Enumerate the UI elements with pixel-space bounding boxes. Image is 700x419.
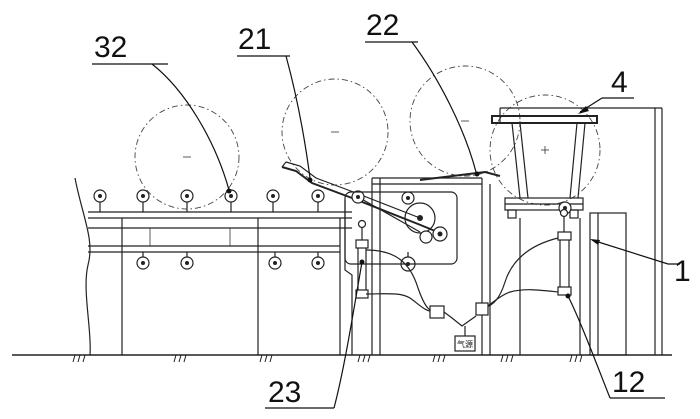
callout-32: 32 [94,31,127,64]
roller [180,252,194,270]
coil [409,65,521,177]
roller [266,189,280,212]
ground-line [12,354,672,363]
upper-rollers [93,189,325,212]
central-frame [344,170,501,355]
roller [136,189,150,212]
lower-rollers [136,252,416,272]
roller [311,189,325,212]
roller [268,252,282,270]
pneumatic-cylinders: 气源 [355,208,572,352]
callout-leaders [92,41,680,409]
callout-12: 12 [612,366,645,399]
coil [134,104,240,210]
roller [224,189,238,212]
cylinder-12 [557,208,572,296]
callout-23: 23 [268,376,301,409]
callout-1: 1 [674,255,691,288]
callout-22: 22 [366,9,399,42]
callout-labels: 32 21 22 4 1 23 12 [94,9,691,409]
right-frame [491,107,663,356]
cylinder-23 [355,219,369,299]
callout-4: 4 [611,66,628,99]
coil [281,78,389,186]
roller [180,189,194,212]
roller [93,189,107,212]
roller [311,252,325,270]
gas-source-label: 气源 [457,339,473,349]
tilting-chute [281,161,441,234]
coil [489,94,601,206]
callout-21: 21 [238,23,271,56]
roller [136,252,150,270]
phantom-coils [134,65,601,210]
left-conveyor [74,177,352,356]
